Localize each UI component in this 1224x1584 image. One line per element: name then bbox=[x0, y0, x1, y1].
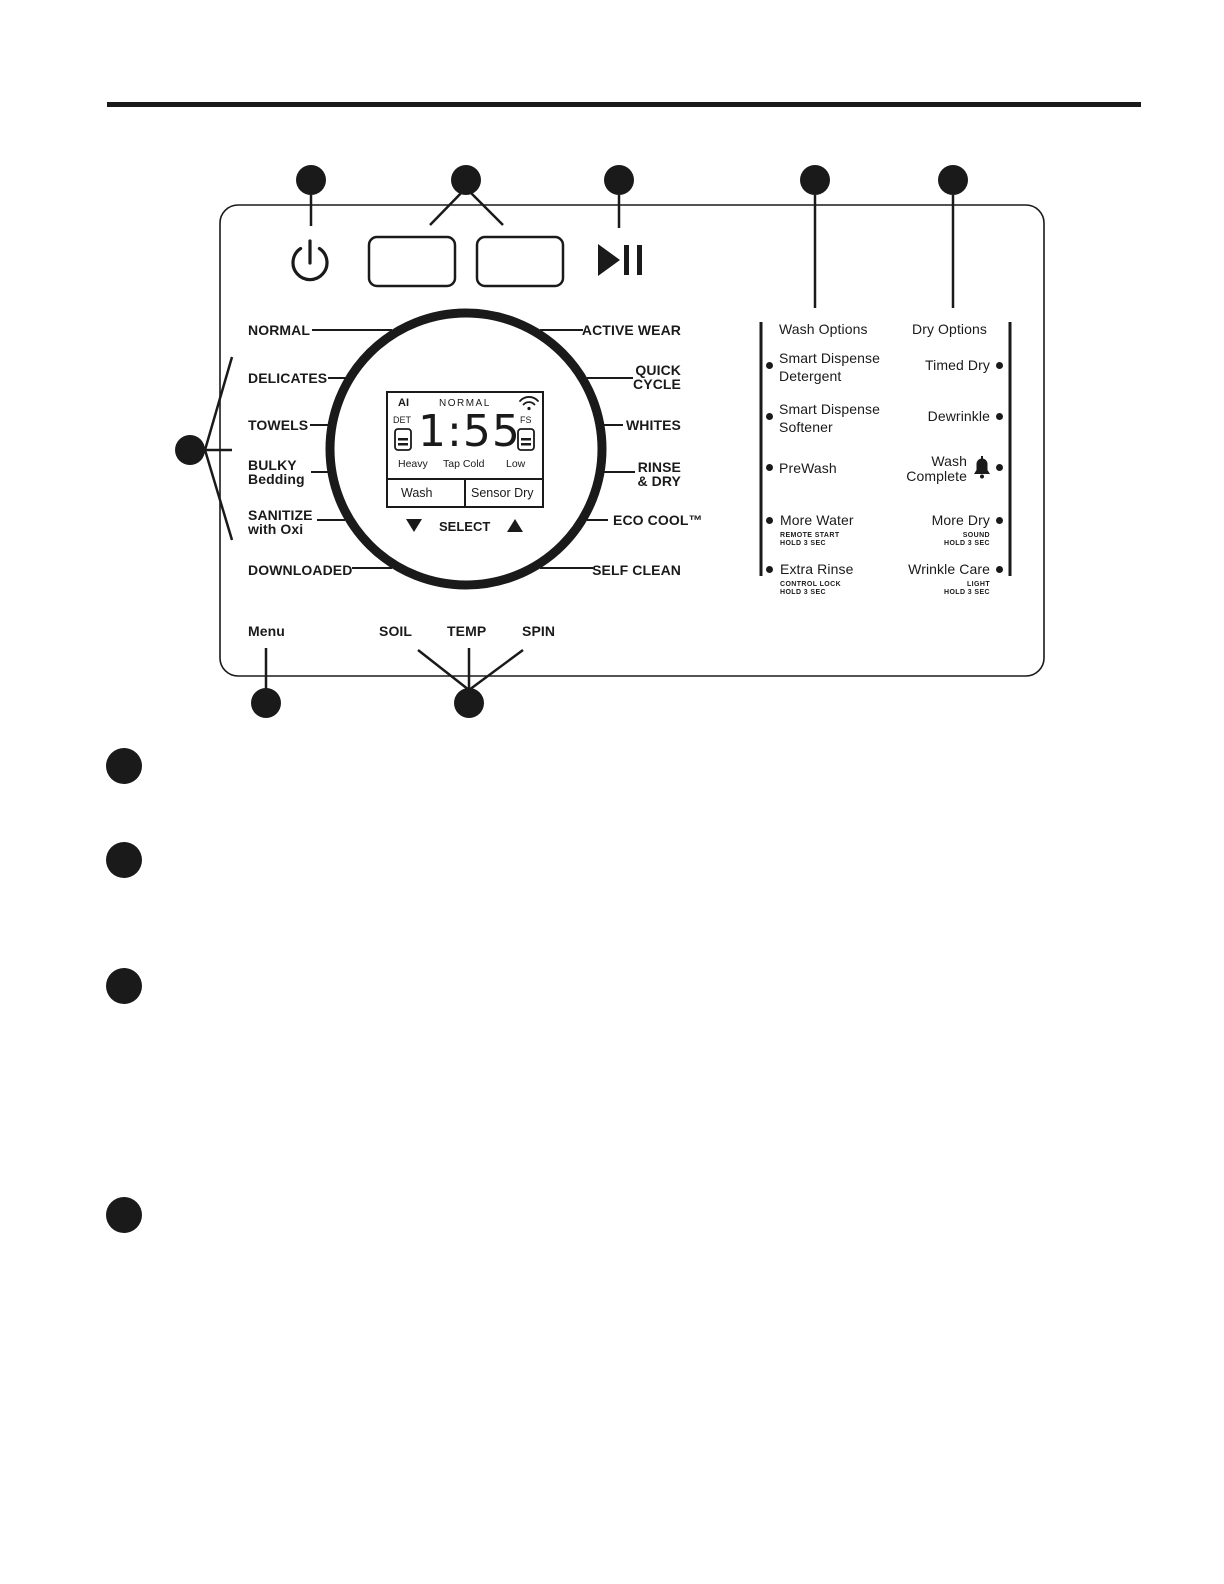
power-icon[interactable] bbox=[291, 239, 329, 282]
cycle-quick[interactable]: QUICK CYCLE bbox=[633, 362, 681, 392]
callout-dry-options bbox=[938, 165, 968, 195]
display-ai: AI bbox=[398, 397, 409, 409]
list-marker bbox=[106, 1197, 142, 1233]
indicator-dot bbox=[996, 566, 1003, 573]
down-arrow-icon[interactable] bbox=[406, 519, 422, 532]
cycle-downloaded[interactable]: DOWNLOADED bbox=[248, 562, 353, 578]
play-pause-icon[interactable] bbox=[598, 244, 642, 276]
indicator-dot bbox=[766, 413, 773, 420]
callout-power bbox=[296, 165, 326, 195]
display-det: DET bbox=[393, 415, 411, 425]
callout-cycles bbox=[175, 435, 205, 465]
callout-buttons bbox=[451, 165, 481, 195]
callout-start bbox=[604, 165, 634, 195]
wash-option-smart-dispense-softener[interactable]: Smart Dispense Softener bbox=[779, 401, 880, 435]
display-soil: Heavy bbox=[398, 458, 428, 470]
wash-option-prewash[interactable]: PreWash bbox=[779, 460, 837, 476]
panel-outline bbox=[219, 204, 1045, 677]
list-marker bbox=[106, 842, 142, 878]
dry-option-dewrinkle[interactable]: Dewrinkle bbox=[927, 408, 990, 424]
cycle-bulky-bedding[interactable]: BULKY Bedding bbox=[248, 457, 305, 487]
display-cycle: NORMAL bbox=[439, 398, 491, 409]
sound-hint: SOUND HOLD 3 SEC bbox=[943, 532, 990, 547]
menu-label[interactable]: Menu bbox=[248, 623, 285, 639]
list-marker bbox=[106, 968, 142, 1004]
cycle-towels[interactable]: TOWELS bbox=[248, 417, 309, 433]
indicator-dot bbox=[766, 362, 773, 369]
cycle-normal[interactable]: NORMAL bbox=[248, 322, 311, 338]
cycle-self-clean[interactable]: SELF CLEAN bbox=[592, 562, 681, 578]
button-left[interactable] bbox=[367, 235, 457, 288]
display-spin: Low bbox=[506, 458, 526, 470]
button-right[interactable] bbox=[475, 235, 565, 288]
indicator-dot bbox=[766, 566, 773, 573]
header-rule bbox=[107, 102, 1141, 107]
indicator-dot bbox=[996, 517, 1003, 524]
remote-start-hint: REMOTE START HOLD 3 SEC bbox=[780, 532, 840, 547]
temp-label[interactable]: TEMP bbox=[447, 623, 487, 639]
fs-gauge-icon bbox=[517, 428, 535, 451]
display-temp: Tap Cold bbox=[443, 458, 485, 470]
control-lock-hint: CONTROL LOCK HOLD 3 SEC bbox=[780, 581, 842, 596]
display-time: 1:55 bbox=[418, 406, 521, 457]
display-mode-wash: Wash bbox=[401, 486, 433, 500]
indicator-dot bbox=[766, 517, 773, 524]
cycle-whites[interactable]: WHITES bbox=[625, 417, 681, 433]
cycle-sanitize[interactable]: SANITIZE with Oxi bbox=[248, 507, 313, 537]
cycle-eco-cool[interactable]: ECO COOL™ bbox=[613, 512, 703, 528]
cycle-active-wear[interactable]: ACTIVE WEAR bbox=[581, 322, 681, 338]
wash-option-extra-rinse[interactable]: Extra Rinse bbox=[780, 561, 854, 577]
indicator-dot bbox=[996, 464, 1003, 471]
display-fs: FS bbox=[520, 415, 532, 425]
dry-option-timed-dry[interactable]: Timed Dry bbox=[925, 357, 990, 373]
bell-icon bbox=[974, 456, 990, 479]
indicator-dot bbox=[996, 413, 1003, 420]
indicator-dot bbox=[996, 362, 1003, 369]
light-hint: LIGHT HOLD 3 SEC bbox=[943, 581, 990, 596]
dry-option-more-dry[interactable]: More Dry bbox=[931, 512, 990, 528]
cycle-delicates[interactable]: DELICATES bbox=[248, 370, 328, 386]
list-marker bbox=[106, 748, 142, 784]
display-mode-sensor-dry: Sensor Dry bbox=[471, 486, 534, 500]
callout-wash-options bbox=[800, 165, 830, 195]
dry-option-wash-complete[interactable]: Wash Complete bbox=[906, 453, 967, 484]
wifi-icon bbox=[519, 396, 539, 411]
cycle-dial[interactable] bbox=[325, 308, 607, 590]
spin-label[interactable]: SPIN bbox=[522, 623, 556, 639]
wash-options-title: Wash Options bbox=[779, 321, 868, 337]
cycle-rinse-dry[interactable]: RINSE & DRY bbox=[637, 459, 681, 489]
callout-soil-temp-spin bbox=[454, 688, 484, 718]
soil-label[interactable]: SOIL bbox=[379, 623, 413, 639]
dry-options-title: Dry Options bbox=[912, 321, 988, 337]
callout-menu bbox=[251, 688, 281, 718]
up-arrow-icon[interactable] bbox=[507, 519, 523, 532]
det-gauge-icon bbox=[394, 428, 412, 451]
dry-option-wrinkle-care[interactable]: Wrinkle Care bbox=[908, 561, 990, 577]
indicator-dot bbox=[766, 464, 773, 471]
wash-option-more-water[interactable]: More Water bbox=[780, 512, 854, 528]
select-label: SELECT bbox=[439, 519, 491, 534]
wash-option-smart-dispense-detergent[interactable]: Smart Dispense Detergent bbox=[779, 350, 880, 384]
